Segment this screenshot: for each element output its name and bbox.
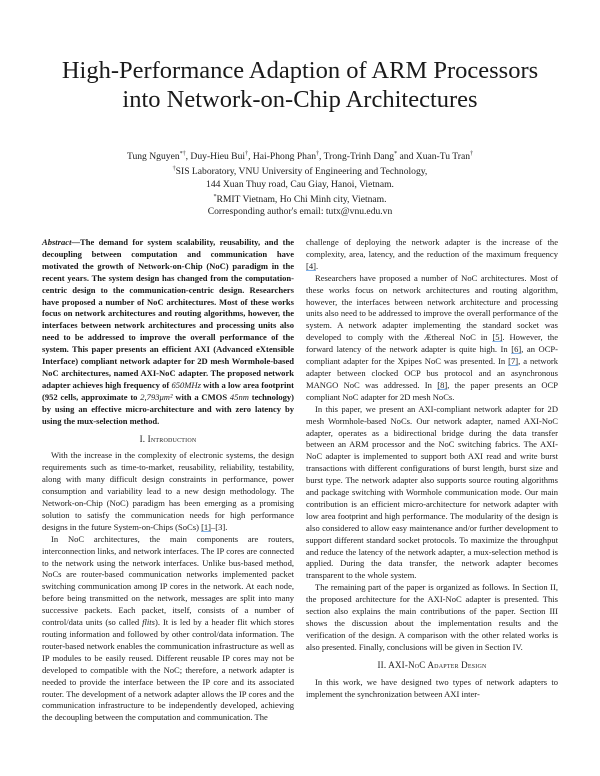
text-run: . However, the forward latency of the ne…: [306, 332, 558, 355]
section-heading: II. AXI-NoC Adapter Design: [306, 660, 558, 672]
citation-link[interactable]: [6]: [511, 344, 522, 355]
author-mark: †: [245, 151, 249, 157]
author-mark: †: [316, 151, 320, 157]
author-separator: ,: [248, 151, 253, 163]
author-separator: and: [397, 151, 416, 163]
text-run: The remaining part of the paper is organ…: [306, 582, 558, 652]
text-run: II. AXI-NoC Adapter Design: [377, 659, 487, 670]
text-run: with a low area footprint (952 cells, ap…: [42, 379, 294, 402]
title-line-1: High-Performance Adaption of ARM Process…: [61, 57, 539, 84]
text-run: In this work, we have designed two types…: [306, 676, 558, 699]
citation-link[interactable]: [7]: [508, 356, 519, 367]
emphasis: flits: [142, 617, 155, 628]
author-name: Hai-Phong Phan: [252, 151, 317, 163]
text-run: .: [315, 260, 319, 271]
math-expression: 45nm: [229, 391, 249, 402]
paragraph: With the increase in the complexity of e…: [42, 450, 294, 533]
text-run: ). It is led by a header flit which stor…: [42, 617, 294, 723]
author-name: Xuan-Tu Tran: [415, 151, 471, 163]
paragraph: In this work, we have designed two types…: [306, 677, 558, 701]
paragraph: challenge of deploying the network adapt…: [306, 237, 558, 273]
text-run: challenge of deploying the network adapt…: [306, 237, 558, 259]
left-column: Abstract—The demand for system scalabili…: [42, 237, 294, 724]
math-expression: 2,793μm²: [140, 391, 173, 402]
text-run: The demand for system scalability, reusa…: [42, 237, 294, 390]
author-name: Trong-Trinh Dang: [323, 151, 395, 163]
citation-link[interactable]: [5]: [492, 332, 503, 343]
author-mark: *: [394, 151, 398, 157]
citation-link[interactable]: [4]: [306, 260, 316, 271]
text-run: Researchers have proposed a number of No…: [306, 272, 558, 343]
text-run: I. Introduction: [139, 433, 197, 444]
paragraph: In NoC architectures, the main component…: [42, 534, 294, 725]
author-block: Tung Nguyen*†, Duy-Hieu Bui†, Hai-Phong …: [0, 148, 600, 219]
corresponding-email: Corresponding author's email: tutx@vnu.e…: [207, 206, 393, 218]
text-run: , an OCP-compliant adapter for the Xpipe…: [306, 344, 558, 367]
affiliation-1: †SIS Laboratory, VNU University of Engin…: [0, 163, 600, 178]
citation-link[interactable]: [1]: [201, 521, 212, 532]
affiliation-mark: *: [213, 193, 217, 200]
text-run: , a network adapter between clocked OCP …: [306, 356, 558, 390]
paper-title: High-Performance Adaption of ARM Process…: [0, 56, 600, 114]
text-run: –[3].: [211, 521, 228, 532]
section-heading: I. Introduction: [42, 434, 294, 446]
text-run: with a CMOS: [172, 391, 230, 402]
affiliation-1-line-1: SIS Laboratory, VNU University of Engine…: [175, 166, 428, 178]
affiliation-1-address: 144 Xuan Thuy road, Cau Giay, Hanoi, Vie…: [206, 178, 394, 190]
text-run: , the paper presents an OCP compliant No…: [306, 379, 558, 402]
right-column: challenge of deploying the network adapt…: [306, 237, 558, 700]
affiliation-2-line-1: RMIT Vietnam, Ho Chi Minh city, Vietnam.: [216, 194, 387, 206]
author-list: Tung Nguyen*†, Duy-Hieu Bui†, Hai-Phong …: [0, 148, 600, 163]
math-expression: 650MHz: [171, 379, 201, 390]
paragraph: The remaining part of the paper is organ…: [306, 582, 558, 653]
affiliation-2: *RMIT Vietnam, Ho Chi Minh city, Vietnam…: [0, 191, 600, 206]
abstract-label: Abstract—: [42, 237, 80, 247]
author-name: Duy-Hieu Bui: [190, 151, 246, 163]
paragraph: Researchers have proposed a number of No…: [306, 273, 558, 404]
author-separator: ,: [185, 151, 191, 163]
title-line-2: into Network-on-Chip Architectures: [122, 86, 478, 113]
abstract: Abstract—The demand for system scalabili…: [42, 237, 294, 428]
paragraph: In this paper, we present an AXI-complia…: [306, 404, 558, 583]
text-run: In NoC architectures, the main component…: [42, 533, 294, 628]
text-run: In this paper, we present an AXI-complia…: [306, 403, 558, 581]
author-separator: ,: [319, 151, 324, 163]
citation-link[interactable]: [8]: [437, 379, 448, 390]
affiliation-mark: †: [172, 166, 176, 173]
author-name: Tung Nguyen: [126, 151, 180, 163]
text-run: With the increase in the complexity of e…: [42, 450, 294, 532]
text-run: technology) by using an effective micro-…: [42, 391, 294, 426]
author-mark: †: [470, 151, 474, 157]
author-mark: *†: [179, 151, 186, 157]
